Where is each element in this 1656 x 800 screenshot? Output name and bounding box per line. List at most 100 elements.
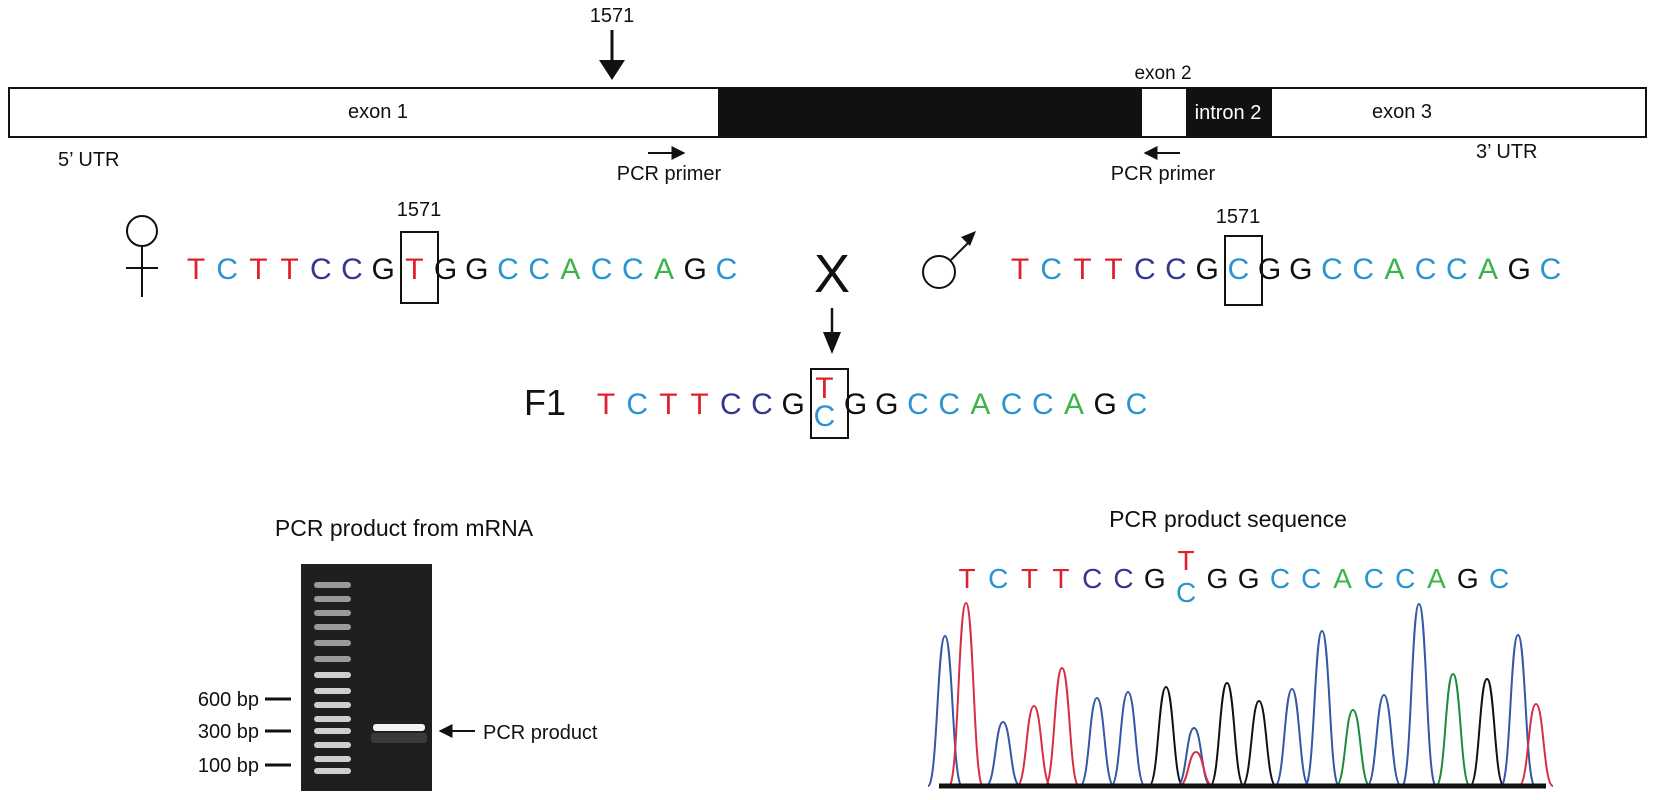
f1-label: F1 <box>524 382 566 423</box>
sequence-base: C <box>497 253 519 286</box>
sequence-base: T <box>1011 253 1029 286</box>
sequence-base: T <box>1104 253 1122 286</box>
sequence-base: T <box>690 388 708 421</box>
sequence-base: C <box>1228 253 1250 286</box>
mutation-position-label: 1571 <box>590 5 635 27</box>
forward-primer-label: PCR primer <box>617 163 722 185</box>
female-snp-box <box>400 231 439 304</box>
chromatogram-peak <box>1241 699 1277 787</box>
chromatogram-peak <box>1178 750 1214 787</box>
utr-5-label: 5’ UTR <box>58 149 119 171</box>
sequence-base: C <box>528 253 550 286</box>
chromatogram-peak <box>1500 633 1536 787</box>
sequence-base-het-bottom: C <box>814 400 836 433</box>
sequence-base: A <box>1478 253 1498 286</box>
exon-3-label: exon 3 <box>1372 101 1432 123</box>
gel-product-band <box>373 724 425 731</box>
sequence-base: C <box>1126 388 1148 421</box>
sequence-base: T <box>597 388 615 421</box>
sequence-base: C <box>216 253 238 286</box>
sequence-base: C <box>1446 253 1468 286</box>
chromatogram-peak <box>1401 602 1437 787</box>
female-symbol-icon <box>126 215 158 297</box>
gel-ladder-band <box>314 768 351 774</box>
sequence-base: G <box>465 253 488 286</box>
sequence-base: G <box>1207 563 1229 594</box>
sequence-base: A <box>1333 563 1352 594</box>
f1-snp-box <box>810 368 849 439</box>
male-symbol-arrowhead-icon <box>961 231 976 246</box>
gel-ladder-band <box>314 672 351 678</box>
sequence-base: G <box>1289 253 1312 286</box>
sequence-base: G <box>1508 253 1531 286</box>
gel-ladder-band <box>314 756 351 762</box>
gel-ladder-band <box>314 596 351 602</box>
sequence-base: C <box>626 388 648 421</box>
gel-ladder-band <box>314 640 351 646</box>
gel-ladder-band <box>314 742 351 748</box>
sequence-base: G <box>684 253 707 286</box>
sequence-base: T <box>659 388 677 421</box>
sequence-base: T <box>1021 563 1038 594</box>
gel-ladder-band <box>314 610 351 616</box>
chromatogram-title: PCR product sequence <box>1109 506 1347 532</box>
sequence-base: T <box>280 253 298 286</box>
sequence-base: C <box>1165 253 1187 286</box>
sequence-base: C <box>1301 563 1321 594</box>
chromatogram-peak <box>1044 666 1080 787</box>
sequence-base: C <box>1364 563 1384 594</box>
gel-ladder <box>314 582 351 774</box>
gel-ladder-band <box>314 624 351 630</box>
sequence-base: T <box>958 563 975 594</box>
sequence-base: C <box>1540 253 1562 286</box>
chromatogram-peak <box>1518 702 1554 787</box>
sequence-base: C <box>1270 563 1290 594</box>
gel-ladder-band <box>314 716 351 722</box>
chromatogram-peak <box>1304 629 1340 787</box>
sequence-base: T <box>405 253 423 286</box>
sequence-base: G <box>1144 563 1166 594</box>
sequence-base: T <box>249 253 267 286</box>
chromatogram-peak <box>985 720 1021 787</box>
gel-ladder-band <box>314 702 351 708</box>
gel-ladder-band <box>314 688 351 694</box>
chromatogram-peak <box>1274 687 1310 787</box>
mutation-arrowhead-icon <box>599 60 625 80</box>
sequence-base: C <box>1352 253 1374 286</box>
sequence-base: A <box>560 253 580 286</box>
utr-3-label: 3’ UTR <box>1476 141 1537 163</box>
sequence-base: G <box>875 388 898 421</box>
sequence-base: C <box>1395 563 1415 594</box>
cross-symbol: X <box>814 244 850 304</box>
sequence-base: C <box>1489 563 1509 594</box>
sequence-base: C <box>1415 253 1437 286</box>
sequence-base: A <box>1384 253 1404 286</box>
chromatogram-peak <box>1110 690 1146 787</box>
sequence-base: C <box>716 253 738 286</box>
sequence-base: C <box>1001 388 1023 421</box>
sequence-base-het-top: T <box>815 372 833 405</box>
sequence-base: C <box>1321 253 1343 286</box>
chromatogram-peak <box>1148 685 1184 787</box>
sequence-base-het-top: T <box>1178 545 1195 576</box>
chromatogram-peak <box>1469 677 1505 787</box>
chromatogram-peak <box>1209 681 1245 787</box>
sequence-base: C <box>938 388 960 421</box>
sequence-base: C <box>1040 253 1062 286</box>
sequence-base: G <box>434 253 457 286</box>
sequence-base: G <box>1094 388 1117 421</box>
intron-1-block <box>718 88 1142 137</box>
gene-outline-stroke <box>8 87 1647 138</box>
sequence-base: T <box>1052 563 1069 594</box>
sequence-base: C <box>1113 563 1133 594</box>
sequence-base: G <box>372 253 395 286</box>
sequence-base: G <box>1196 253 1219 286</box>
male-symbol-icon <box>922 240 971 289</box>
gel-ladder-band <box>314 728 351 734</box>
gel-title: PCR product from mRNA <box>275 515 534 541</box>
gel-ladder-band <box>314 582 351 588</box>
